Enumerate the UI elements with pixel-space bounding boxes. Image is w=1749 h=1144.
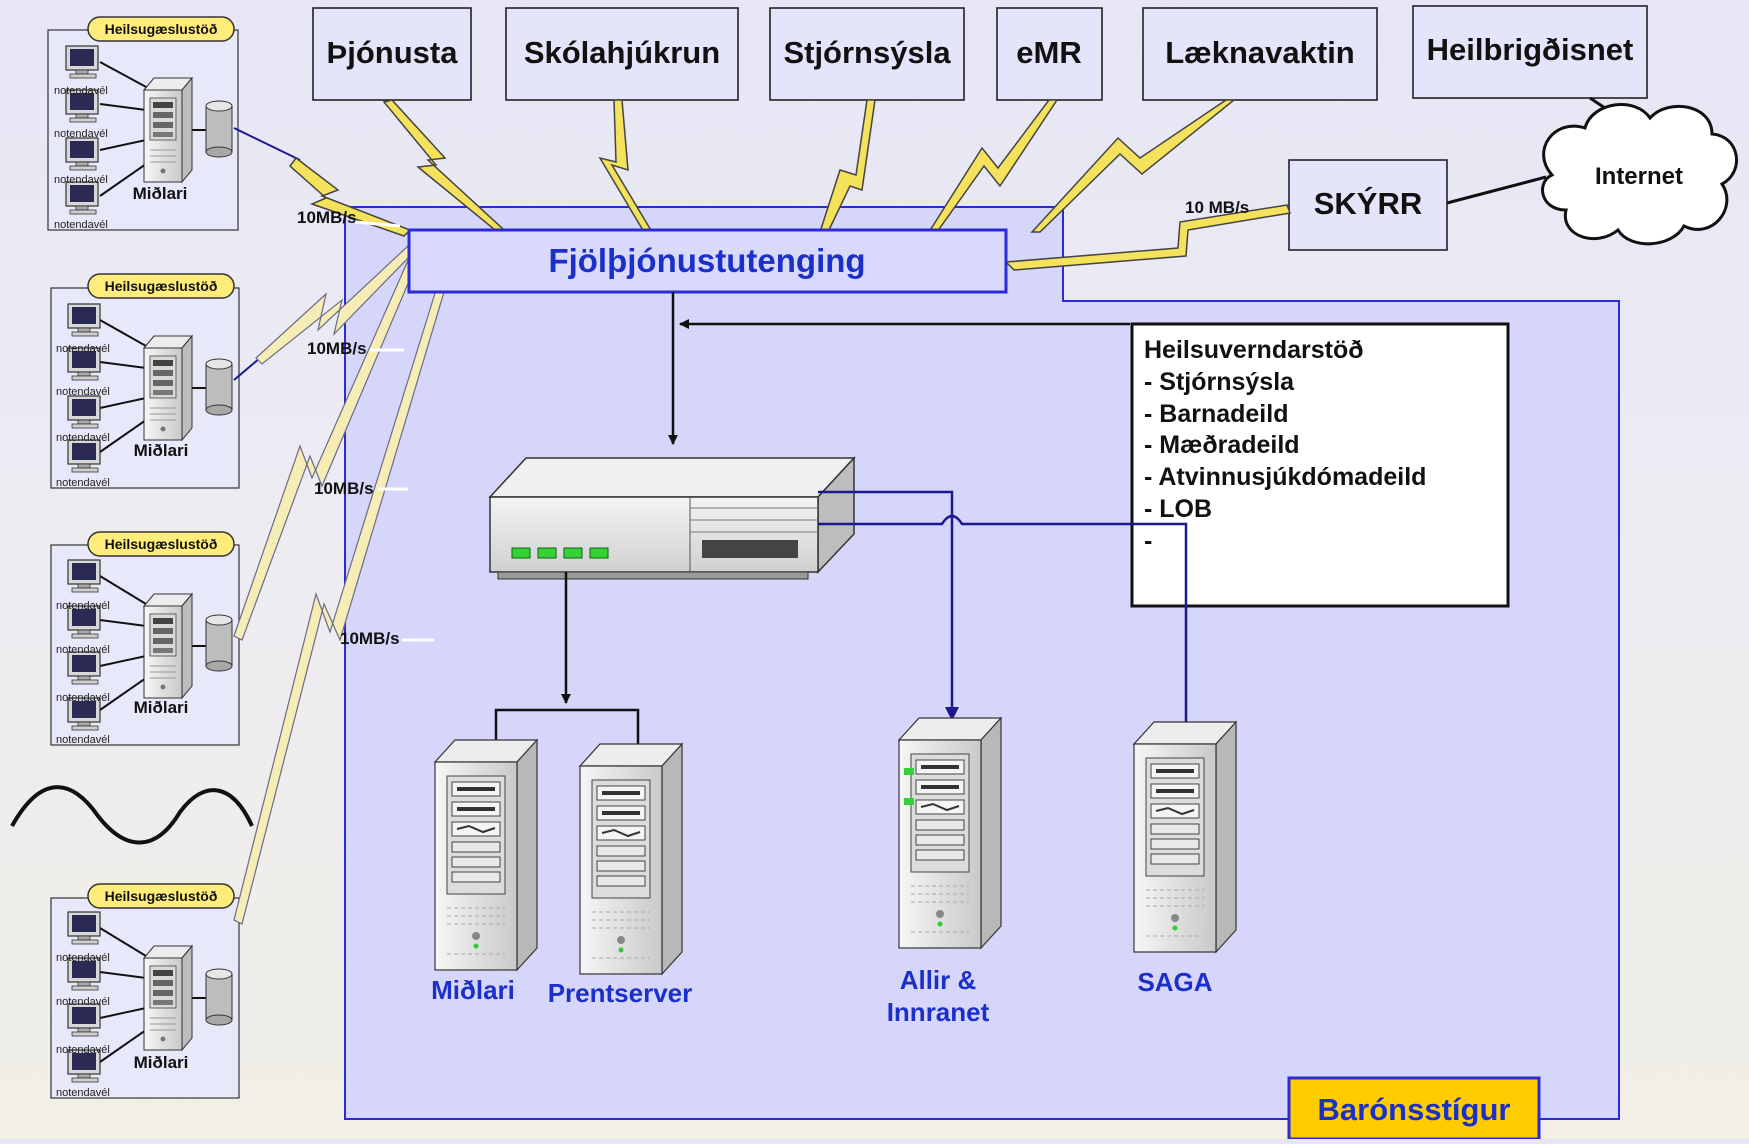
service-box-heilbrigdisnet: Heilbrigðisnet (1412, 5, 1648, 99)
clinic-1: Heilsugæslustöð notendavél notendavél no… (47, 16, 239, 231)
server-label-saga: SAGA (1137, 967, 1212, 997)
workstation-label: notendavél (56, 432, 110, 444)
clinic-3: Heilsugæslustöð notendavél notendavél no… (50, 531, 240, 746)
workstation-label: notendavél (56, 952, 110, 964)
service-box-thjonusta: Þjónusta (312, 7, 472, 101)
speed-label: 10MB/s (307, 339, 367, 358)
hub-box: Fjölþjónustutenging (407, 228, 1008, 294)
service-label: Stjórnsýsla (783, 35, 951, 70)
clinic-server-label: Miðlari (133, 184, 188, 203)
clinic-badge: Heilsugæslustöð (105, 536, 218, 552)
disk-icon (205, 100, 233, 158)
service-box-skolahjukrun: Skólahjúkrun (505, 7, 739, 101)
workstation-label: notendavél (56, 1087, 110, 1099)
clinic-badge: Heilsugæslustöð (105, 888, 218, 904)
workstation-label: notendavél (54, 219, 108, 231)
workstation-label: notendavél (56, 343, 110, 355)
clinic-server-label: Miðlari (134, 1053, 189, 1072)
server-icon (143, 335, 193, 441)
workstation-label: notendavél (56, 734, 110, 746)
workstation-label: notendavél (56, 692, 110, 704)
heilsuvernd-item: - Barnadeild (1144, 400, 1288, 428)
server-tower-midlari-icon (434, 739, 538, 971)
workstation-label: notendavél (56, 996, 110, 1008)
clinic-2: Heilsugæslustöð notendavél notendavél no… (50, 273, 240, 489)
switch-server-links (494, 572, 640, 744)
service-box-emr: eMR (996, 7, 1103, 101)
heilsuvernd-item: - Atvinnusjúkdómadeild (1144, 463, 1426, 491)
clinic-badge: Heilsugæslustöð (105, 278, 218, 294)
disk-icon (205, 614, 233, 672)
skyrr-label: SKÝRR (1314, 186, 1423, 221)
workstation-label: notendavél (56, 477, 110, 489)
server-icon (143, 77, 193, 183)
heilsuvernd-item: - Mæðradeild (1144, 431, 1300, 459)
site-label: Barónsstígur (1318, 1092, 1511, 1127)
clinic-4: Heilsugæslustöð notendavél notendavél no… (50, 883, 240, 1099)
service-label: Skólahjúkrun (524, 35, 720, 70)
network-switch-icon (488, 456, 856, 580)
heilsuvernd-item: - LOB (1144, 495, 1212, 523)
service-links (382, 99, 1292, 271)
server-tower-prentserver-icon (579, 743, 683, 975)
speed-label: 10MB/s (314, 479, 374, 498)
internet-cloud: Internet (1541, 103, 1738, 246)
heilsuvernd-item: - (1144, 527, 1152, 555)
status-led (904, 768, 914, 775)
workstation-label: notendavél (56, 600, 110, 612)
internet-label: Internet (1595, 163, 1683, 190)
workstation-label: notendavél (54, 174, 108, 186)
service-label: eMR (1016, 35, 1081, 70)
server-icon (143, 945, 193, 1051)
workstation-label: notendavél (54, 128, 108, 140)
workstation-label: notendavél (56, 386, 110, 398)
clinic-server-label: Miðlari (134, 441, 189, 460)
server-tower-saga-icon (1133, 721, 1237, 953)
workstation-label: notendavél (56, 644, 110, 656)
workstation-label: notendavél (54, 85, 108, 97)
clinic-badge: Heilsugæslustöð (105, 21, 218, 37)
disk-icon (205, 358, 233, 416)
service-box-stjornsysla: Stjórnsýsla (769, 7, 965, 101)
server-label-innranet: Innranet (887, 997, 990, 1027)
heilsuvernd-item: - Stjórnsýsla (1144, 368, 1295, 396)
service-label: Heilbrigðisnet (1427, 32, 1634, 67)
heilsuvernd-title: Heilsuverndarstöð (1144, 336, 1364, 364)
server-label-midlari: Miðlari (431, 975, 515, 1005)
clinic-server-label: Miðlari (134, 698, 189, 717)
speed-label: 10MB/s (340, 629, 400, 648)
status-led (904, 798, 914, 805)
speed-label: 10MB/s (297, 208, 357, 227)
wavy-separator (10, 785, 254, 845)
skyrr-speed-label: 10 MB/s (1185, 198, 1249, 217)
disk-icon (205, 968, 233, 1026)
heilsuverndarstod-box: Heilsuverndarstöð - Stjórnsýsla - Barnad… (1130, 322, 1510, 608)
service-label: Læknavaktin (1165, 35, 1355, 70)
workstation-label: notendavél (56, 1044, 110, 1056)
server-label-prentserver: Prentserver (548, 978, 693, 1008)
server-icon (143, 593, 193, 699)
server-tower-allir-icon (898, 717, 1002, 949)
skyrr-internet-link (1446, 175, 1547, 205)
service-label: Þjónusta (327, 35, 459, 70)
server-label-allir: Allir & (900, 965, 977, 995)
site-label-baronsstigur: Barónsstígur (1287, 1076, 1541, 1141)
hub-label: Fjölþjónustutenging (548, 242, 865, 279)
skyrr-box: SKÝRR (1288, 159, 1448, 251)
switch-blue-links (818, 490, 1193, 737)
service-box-laeknavaktin: Læknavaktin (1142, 7, 1378, 101)
speed-labels: 10MB/s 10MB/s 10MB/s 10MB/s 10 MB/s (297, 198, 1249, 648)
